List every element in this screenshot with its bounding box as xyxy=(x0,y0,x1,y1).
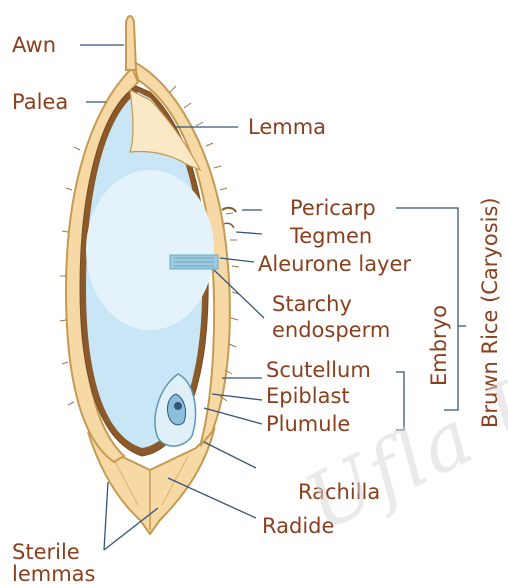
sterile-label-line1: Sterile xyxy=(12,540,80,564)
scutellum-label: Scutellum xyxy=(266,358,371,382)
starchy-label-line1: Starchy xyxy=(272,292,352,316)
tegmen-label: Tegmen xyxy=(290,224,372,248)
epiblast-label: Epiblast xyxy=(266,384,350,408)
palea-label: Palea xyxy=(12,90,68,114)
awn-label: Awn xyxy=(12,33,56,57)
leader-radicle xyxy=(168,478,256,518)
embryo-label: Embryo xyxy=(427,305,451,386)
sterile-label-line2: lemmas xyxy=(12,562,95,584)
leader-tegmen xyxy=(236,232,262,234)
awn-shape xyxy=(126,16,136,70)
leader-sterile-a xyxy=(104,482,108,550)
leader-rachilla xyxy=(204,442,256,468)
plumule-label: Plumule xyxy=(266,412,350,436)
aleurone-label: Aleurone layer xyxy=(258,252,411,276)
starchy-label-line2: endosperm xyxy=(272,318,390,342)
pericarp-label: Pericarp xyxy=(290,196,376,220)
lemma-label: Lemma xyxy=(248,115,326,139)
